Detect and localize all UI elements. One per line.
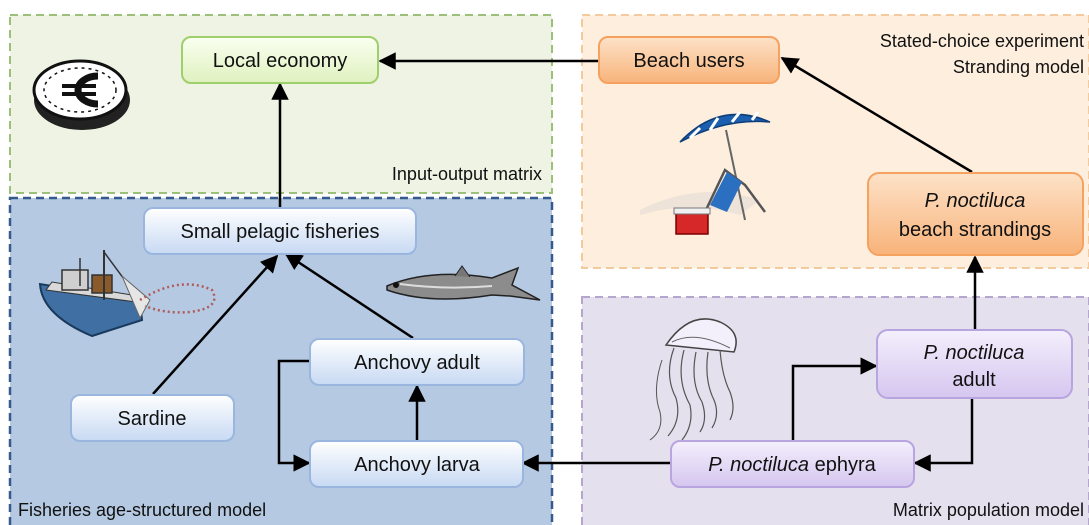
- node-pn-adult-label-line1: P. noctiluca: [924, 342, 1025, 364]
- edge-strandings-to-beach-users: [780, 56, 973, 174]
- node-pn-adult[interactable]: P. noctiluca adult: [876, 329, 1073, 399]
- node-anchovy-adult[interactable]: Anchovy adult: [309, 338, 525, 386]
- node-local-economy-label: Local economy: [213, 50, 348, 72]
- node-pn-ephyra[interactable]: P. noctiluca ephyra: [670, 440, 915, 488]
- beach-umbrella-chair-icon: [640, 111, 771, 235]
- edge-anchovy-adult-to-small-pelagic: [284, 252, 414, 340]
- node-beach-users[interactable]: Beach users: [598, 36, 780, 84]
- fishing-boat-icon: [38, 250, 216, 338]
- edges: [152, 52, 984, 472]
- node-strandings-label-line2: beach strandings: [899, 219, 1051, 241]
- node-strandings-label-line1: P. noctiluca: [925, 190, 1026, 212]
- euro-coin-icon: [32, 59, 130, 130]
- edge-sardine-to-small-pelagic: [152, 254, 279, 395]
- edge-ephyra-to-pn-adult: [791, 357, 878, 441]
- node-pn-adult-label-line2: adult: [952, 369, 996, 391]
- jellyfish-icon: [649, 318, 737, 441]
- node-local-economy[interactable]: Local economy: [181, 36, 379, 84]
- node-sardine[interactable]: Sardine: [70, 394, 235, 442]
- beach-region-label-line1: Stated-choice experiment: [880, 31, 1084, 51]
- beach-region-label-line2: Stranding model: [953, 57, 1084, 77]
- anchovy-fish-icon: [386, 265, 541, 301]
- node-pn-ephyra-label-italic: P. noctiluca: [708, 454, 809, 476]
- node-anchovy-adult-label: Anchovy adult: [354, 352, 480, 374]
- fisheries-region-label: Fisheries age-structured model: [18, 500, 266, 520]
- node-small-pelagic-label: Small pelagic fisheries: [181, 221, 380, 243]
- node-small-pelagic-fisheries[interactable]: Small pelagic fisheries: [143, 207, 417, 255]
- population-region-label: Matrix population model: [893, 500, 1084, 520]
- node-anchovy-larva[interactable]: Anchovy larva: [309, 440, 524, 488]
- economy-region-label: Input-output matrix: [392, 164, 542, 184]
- node-pn-ephyra-label-rest: ephyra: [809, 454, 877, 476]
- edge-anchovy-adult-to-larva-loop: [277, 359, 311, 472]
- node-strandings[interactable]: P. noctiluca beach strandings: [867, 172, 1084, 256]
- node-sardine-label: Sardine: [118, 408, 187, 430]
- node-anchovy-larva-label: Anchovy larva: [354, 454, 480, 476]
- edge-pn-adult-to-ephyra: [913, 399, 974, 472]
- node-pn-ephyra-label: P. noctiluca ephyra: [708, 454, 876, 476]
- node-beach-users-label: Beach users: [633, 50, 744, 72]
